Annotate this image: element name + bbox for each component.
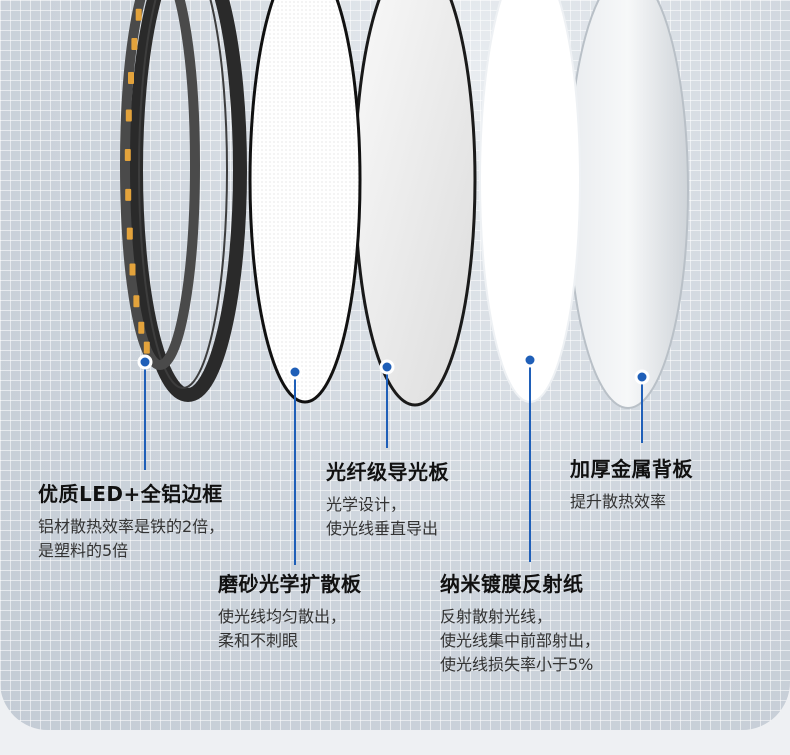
marker-dot-led [137, 354, 153, 370]
label-reflector: 纳米镀膜反射纸 反射散射光线， 使光线集中前部射出， 使光线损失率小于5% [440, 568, 600, 677]
led-chip [125, 109, 132, 122]
diffuser-plate [248, 0, 362, 404]
layer-title: 磨砂光学扩散板 [218, 572, 362, 596]
led-chip [128, 72, 134, 84]
led-chip [129, 263, 136, 276]
led-ring [120, 0, 200, 370]
desc-line: 使光线集中前部射出， [440, 631, 601, 650]
layer-desc: 提升散热效率 [570, 490, 693, 514]
layer-desc: 使光线均匀散出， 柔和不刺眼 [218, 605, 362, 653]
marker-dot-diffuser [287, 364, 303, 380]
label-led-frame: 优质LED+全铝边框 铝材散热效率是铁的2倍， 是塑料的5倍 [38, 478, 224, 563]
label-diffuser: 磨砂光学扩散板 使光线均匀散出， 柔和不刺眼 [218, 568, 362, 653]
desc-line: 使光线均匀散出， [218, 607, 347, 626]
led-chip [126, 227, 133, 240]
product-layers-illustration: 优质LED+全铝边框 铝材散热效率是铁的2倍， 是塑料的5倍 磨砂光学扩散板 使… [0, 0, 790, 730]
led-chip [125, 188, 132, 201]
layer-title: 加厚金属背板 [570, 457, 693, 481]
led-chips [124, 8, 150, 354]
label-light-guide: 光纤级导光板 光学设计， 使光线垂直导出 [326, 456, 449, 541]
label-back-plate: 加厚金属背板 提升散热效率 [570, 453, 693, 514]
layer-title: 纳米镀膜反射纸 [440, 572, 584, 596]
aluminum-frame [129, 0, 247, 402]
desc-line: 是塑料的5倍 [38, 541, 129, 560]
desc-line: 提升散热效率 [570, 492, 667, 511]
exploded-layers-art [120, 0, 689, 565]
led-chip [124, 149, 131, 161]
led-chip [135, 8, 142, 21]
desc-line: 使光线垂直导出 [326, 519, 439, 538]
metal-back-plate [567, 0, 689, 409]
reflective-paper [479, 0, 581, 403]
layer-desc: 光学设计， 使光线垂直导出 [326, 493, 449, 541]
desc-line: 使光线损失率小于5% [440, 655, 594, 674]
layer-desc: 铝材散热效率是铁的2倍， 是塑料的5倍 [38, 515, 224, 563]
led-chip [131, 38, 138, 50]
led-chip [143, 341, 150, 354]
marker-dot-guide [379, 359, 395, 375]
desc-line: 光学设计， [326, 495, 407, 514]
led-chip [133, 295, 140, 308]
light-guide-plate [353, 0, 477, 407]
layer-desc: 反射散射光线， 使光线集中前部射出， 使光线损失率小于5% [440, 605, 600, 677]
marker-dot-reflector [522, 352, 538, 368]
desc-line: 铝材散热效率是铁的2倍， [38, 517, 225, 536]
layer-title: 优质LED+全铝边框 [38, 482, 223, 506]
desc-line: 柔和不刺眼 [218, 631, 299, 650]
led-chip [138, 321, 145, 334]
layer-title: 光纤级导光板 [326, 460, 449, 484]
frame-edge [138, 0, 228, 389]
desc-line: 反射散射光线， [440, 607, 553, 626]
marker-dot-backplate [634, 369, 650, 385]
